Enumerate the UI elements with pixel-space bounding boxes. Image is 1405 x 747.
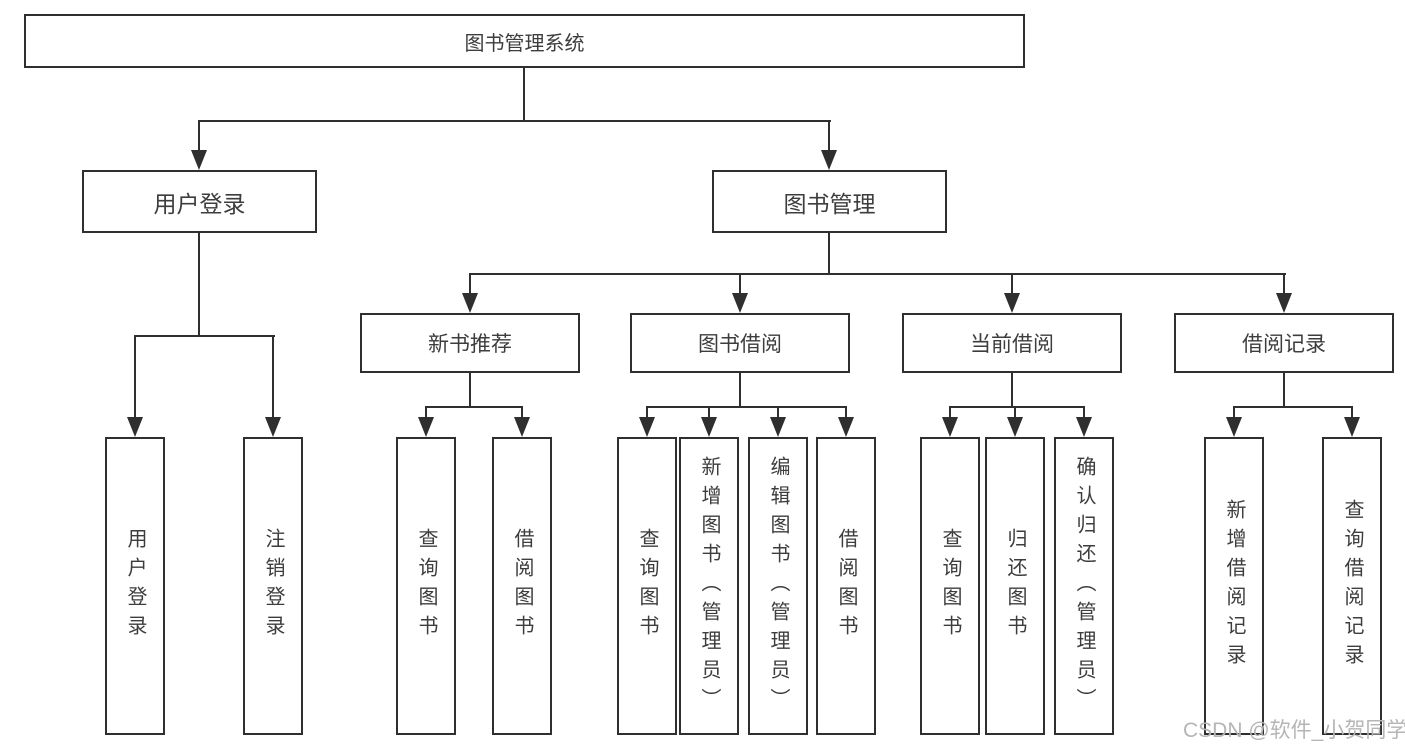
leaf-add-book-admin-label: 新增图书（管理员）	[698, 455, 720, 717]
node-borrow-records: 借阅记录	[1174, 313, 1394, 373]
leaf-query-borrow-record: 查询借阅记录	[1322, 437, 1382, 735]
arrow-down-icon	[732, 293, 748, 313]
arrow-down-icon	[191, 150, 207, 170]
line	[949, 406, 951, 421]
arrow-down-icon	[942, 417, 958, 437]
leaf-recommend-query-books-label: 查询图书	[415, 528, 437, 644]
leaf-borrow-books-label: 借阅图书	[835, 528, 857, 644]
leaf-user-login-label: 用户登录	[124, 528, 146, 644]
arrow-down-icon	[265, 417, 281, 437]
arrow-down-icon	[838, 417, 854, 437]
node-book-management: 图书管理	[712, 170, 947, 233]
leaf-current-query-books: 查询图书	[920, 437, 980, 735]
csdn-watermark: CSDN @软件_小贺同学	[1183, 719, 1405, 742]
leaf-borrow-query-books-label: 查询图书	[636, 528, 658, 644]
leaf-return-books-label: 归还图书	[1004, 528, 1026, 644]
line	[708, 406, 710, 421]
leaf-query-borrow-record-label: 查询借阅记录	[1341, 499, 1363, 673]
line	[469, 373, 471, 408]
line	[198, 120, 831, 122]
line	[1233, 406, 1235, 421]
arrow-down-icon	[701, 417, 717, 437]
line	[1351, 406, 1353, 421]
leaf-add-borrow-record: 新增借阅记录	[1204, 437, 1264, 735]
line	[469, 273, 1286, 275]
arrow-down-icon	[1276, 293, 1292, 313]
leaf-add-borrow-record-label: 新增借阅记录	[1223, 499, 1245, 673]
line	[828, 233, 830, 275]
line	[198, 233, 200, 337]
line	[272, 335, 274, 421]
leaf-edit-book-admin-label: 编辑图书（管理员）	[767, 455, 789, 717]
arrow-down-icon	[1344, 417, 1360, 437]
line	[198, 120, 200, 152]
leaf-logout: 注销登录	[243, 437, 303, 735]
line	[949, 406, 1085, 408]
line	[1014, 406, 1016, 421]
node-new-book-recommend: 新书推荐	[360, 313, 580, 373]
leaf-current-query-books-label: 查询图书	[939, 528, 961, 644]
line	[1283, 273, 1285, 297]
line	[521, 406, 523, 421]
line	[523, 68, 525, 122]
node-user-login: 用户登录	[82, 170, 317, 233]
line	[646, 406, 847, 408]
arrow-down-icon	[1007, 417, 1023, 437]
line	[739, 273, 741, 297]
leaf-confirm-return-admin: 确认归还（管理员）	[1054, 437, 1114, 735]
line	[845, 406, 847, 421]
leaf-recommend-borrow-books-label: 借阅图书	[511, 528, 533, 644]
node-book-borrow: 图书借阅	[630, 313, 850, 373]
line	[828, 120, 830, 152]
line	[425, 406, 523, 408]
leaf-confirm-return-admin-label: 确认归还（管理员）	[1073, 455, 1095, 717]
leaf-recommend-borrow-books: 借阅图书	[492, 437, 552, 735]
line	[739, 373, 741, 408]
arrow-down-icon	[1076, 417, 1092, 437]
leaf-recommend-query-books: 查询图书	[396, 437, 456, 735]
line	[777, 406, 779, 421]
leaf-borrow-query-books: 查询图书	[617, 437, 677, 735]
leaf-user-login: 用户登录	[105, 437, 165, 735]
arrow-down-icon	[770, 417, 786, 437]
leaf-borrow-books: 借阅图书	[816, 437, 876, 735]
node-root-library-management-system: 图书管理系统	[24, 14, 1025, 68]
line	[134, 335, 275, 337]
arrow-down-icon	[821, 150, 837, 170]
arrow-down-icon	[639, 417, 655, 437]
arrow-down-icon	[1004, 293, 1020, 313]
line	[425, 406, 427, 421]
line	[1283, 373, 1285, 408]
line	[646, 406, 648, 421]
line	[134, 335, 136, 421]
arrow-down-icon	[462, 293, 478, 313]
line	[1233, 406, 1353, 408]
leaf-logout-label: 注销登录	[262, 528, 284, 644]
line	[1083, 406, 1085, 421]
node-current-borrow: 当前借阅	[902, 313, 1122, 373]
arrow-down-icon	[1226, 417, 1242, 437]
arrow-down-icon	[127, 417, 143, 437]
leaf-return-books: 归还图书	[985, 437, 1045, 735]
arrow-down-icon	[418, 417, 434, 437]
line	[1011, 273, 1013, 297]
line	[1011, 373, 1013, 408]
leaf-edit-book-admin: 编辑图书（管理员）	[748, 437, 808, 735]
leaf-add-book-admin: 新增图书（管理员）	[679, 437, 739, 735]
line	[469, 273, 471, 297]
arrow-down-icon	[514, 417, 530, 437]
